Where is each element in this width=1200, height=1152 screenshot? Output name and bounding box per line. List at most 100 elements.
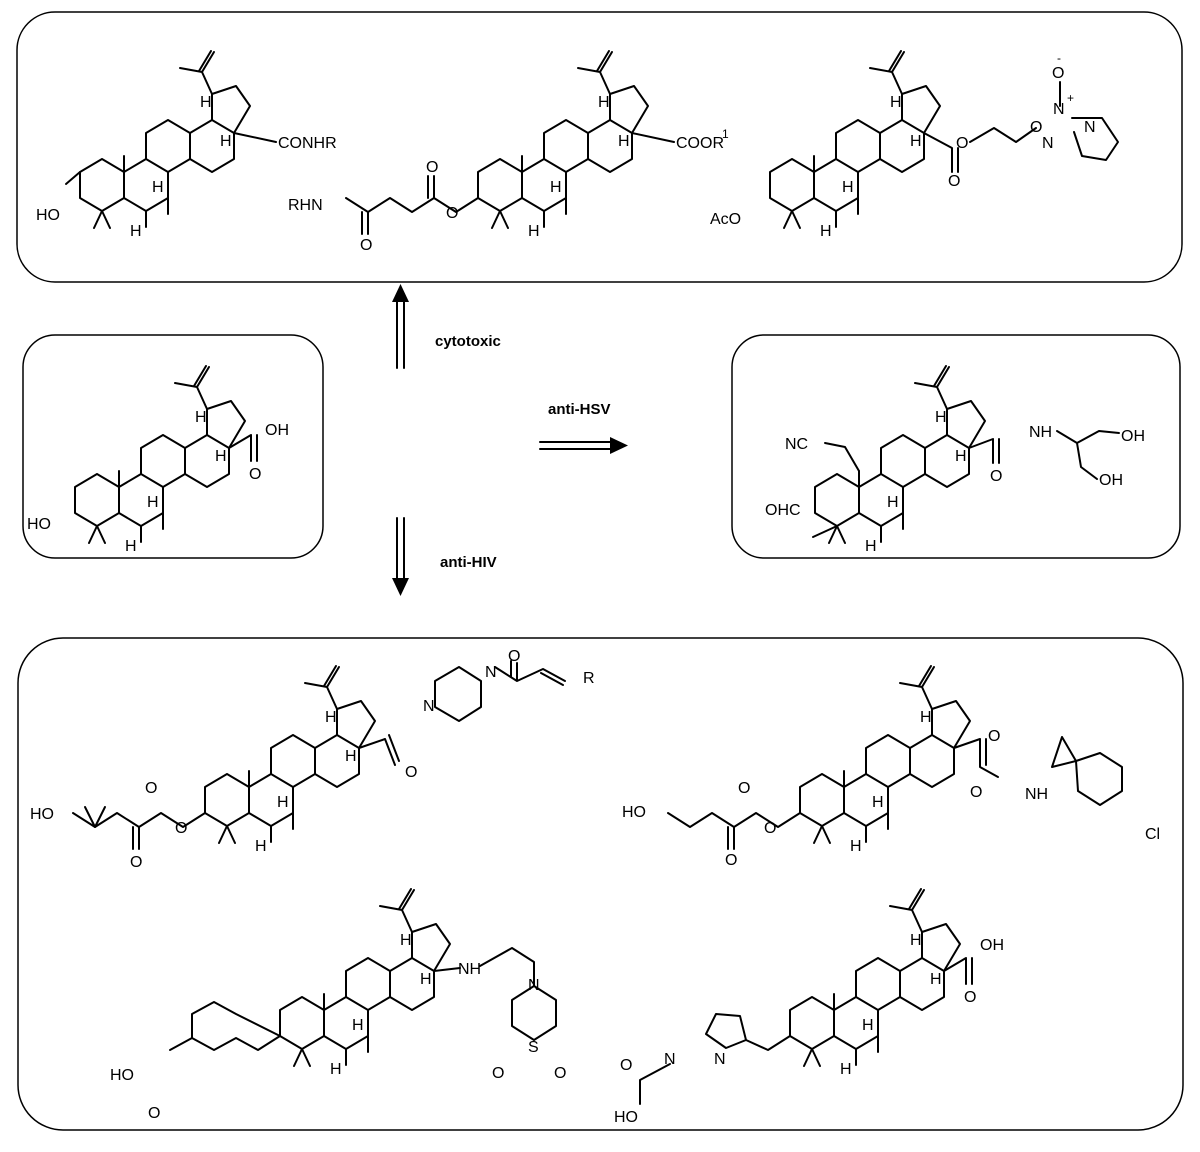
svg-text:NC: NC <box>785 436 808 453</box>
svg-text:O: O <box>725 852 737 869</box>
svg-text:H: H <box>152 179 164 196</box>
molecule-betulinic-acid: H H H H OH O HO <box>27 365 289 555</box>
svg-text:H: H <box>840 1061 852 1078</box>
panel-betulinic-acid <box>22 334 324 559</box>
svg-text:H: H <box>125 538 137 555</box>
svg-text:O: O <box>405 764 417 781</box>
svg-text:H: H <box>887 494 899 511</box>
svg-text:H: H <box>910 133 922 150</box>
svg-text:H: H <box>330 1061 342 1078</box>
panel-cytotoxic <box>16 11 1183 283</box>
svg-text:H: H <box>618 133 630 150</box>
svg-text:O: O <box>1030 119 1042 136</box>
svg-text:O: O <box>988 728 1000 745</box>
svg-text:COOR: COOR <box>676 135 724 152</box>
svg-text:O: O <box>964 989 976 1006</box>
svg-text:H: H <box>352 1017 364 1034</box>
svg-text:AcO: AcO <box>710 211 741 228</box>
molecule-hiv-pyrazole: H H H H OH O N N HO O <box>614 888 1004 1126</box>
svg-text:HO: HO <box>27 516 51 533</box>
svg-text:NH: NH <box>458 961 481 978</box>
molecule-top-amide: H H H H CONHR HO <box>36 50 337 240</box>
svg-text:OHC: OHC <box>765 502 801 519</box>
molecule-hiv-piperazine: H H H H O N N O R HO O O O <box>30 648 595 871</box>
svg-text:O: O <box>948 173 960 190</box>
svg-text:O: O <box>130 854 142 871</box>
svg-text:HO: HO <box>30 806 54 823</box>
svg-text:H: H <box>325 709 337 726</box>
svg-text:O: O <box>620 1057 632 1074</box>
svg-text:H: H <box>215 448 227 465</box>
svg-text:H: H <box>955 448 967 465</box>
svg-text:O: O <box>148 1105 160 1122</box>
svg-text:O: O <box>956 135 968 152</box>
arrow-up-cytotoxic <box>392 284 409 369</box>
svg-text:H: H <box>200 94 212 111</box>
arrow-label-anti-hsv: anti-HSV <box>548 401 611 418</box>
svg-text:H: H <box>872 794 884 811</box>
svg-text:O: O <box>970 784 982 801</box>
svg-text:H: H <box>920 709 932 726</box>
svg-text:O: O <box>360 237 372 254</box>
svg-text:HO: HO <box>36 207 60 224</box>
svg-text:O: O <box>249 466 261 483</box>
svg-text:H: H <box>195 409 207 426</box>
arrow-down-anti-hiv <box>392 517 409 596</box>
svg-text:O: O <box>175 820 187 837</box>
svg-text:N: N <box>485 664 497 681</box>
svg-text:O: O <box>492 1065 504 1082</box>
svg-text:O: O <box>990 468 1002 485</box>
svg-text:H: H <box>400 932 412 949</box>
svg-text:N: N <box>528 977 540 994</box>
svg-text:H: H <box>220 133 232 150</box>
svg-text:N: N <box>1084 119 1096 136</box>
svg-text:H: H <box>862 1017 874 1034</box>
svg-text:NH: NH <box>1029 424 1052 441</box>
svg-text:H: H <box>147 494 159 511</box>
svg-text:H: H <box>930 971 942 988</box>
svg-text:HO: HO <box>614 1109 638 1126</box>
svg-text:N: N <box>714 1051 726 1068</box>
arrow-label-anti-hiv: anti-HIV <box>440 554 497 571</box>
arrow-label-cytotoxic: cytotoxic <box>435 333 501 350</box>
svg-text:OH: OH <box>980 937 1004 954</box>
svg-text:N: N <box>1053 101 1065 118</box>
panel-anti-hiv <box>17 637 1184 1131</box>
svg-text:HO: HO <box>622 804 646 821</box>
svg-text:H: H <box>910 932 922 949</box>
svg-text:O: O <box>508 648 520 665</box>
svg-text:N: N <box>423 698 435 715</box>
svg-text:S: S <box>528 1039 539 1056</box>
svg-text:H: H <box>820 223 832 240</box>
svg-text:O: O <box>426 159 438 176</box>
svg-text:H: H <box>528 223 540 240</box>
svg-text:O: O <box>145 780 157 797</box>
molecule-hiv-cyclopropyl: H H H O O NH Cl HO O O O <box>622 665 1160 869</box>
svg-text:NH: NH <box>1025 786 1048 803</box>
svg-text:O: O <box>446 205 458 222</box>
svg-text:H: H <box>255 838 267 855</box>
svg-text:H: H <box>420 971 432 988</box>
svg-text:OH: OH <box>1121 428 1145 445</box>
svg-text:N: N <box>664 1051 676 1068</box>
svg-text:OH: OH <box>1099 472 1123 489</box>
svg-text:O: O <box>554 1065 566 1082</box>
svg-text:H: H <box>935 409 947 426</box>
svg-text:H: H <box>890 94 902 111</box>
svg-text:H: H <box>130 223 142 240</box>
svg-text:R: R <box>583 670 595 687</box>
svg-text:OH: OH <box>265 422 289 439</box>
panel-anti-hsv <box>731 334 1181 559</box>
svg-text:1: 1 <box>722 127 729 141</box>
svg-text:Cl: Cl <box>1145 826 1160 843</box>
svg-text:H: H <box>598 94 610 111</box>
svg-text:H: H <box>550 179 562 196</box>
svg-text:H: H <box>842 179 854 196</box>
svg-text:-: - <box>1057 51 1061 65</box>
svg-text:RHN: RHN <box>288 197 323 214</box>
svg-text:H: H <box>277 794 289 811</box>
svg-text:H: H <box>345 748 357 765</box>
molecule-top-nonoate: H H H H O O O N N N O - + AcO <box>710 50 1119 240</box>
svg-text:O: O <box>1052 65 1064 82</box>
